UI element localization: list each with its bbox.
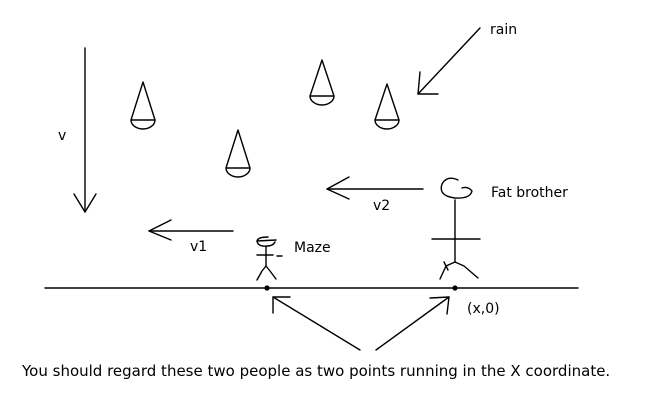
rain-direction-arrow [417,27,481,95]
raindrop [374,83,400,130]
fat-brother-point [452,285,458,291]
raindrop [309,59,335,106]
v1-arrow [148,219,234,241]
pointer-arrow-right [375,296,450,351]
caption: You should regard these two people as tw… [21,362,610,380]
maze-figure [256,236,283,281]
v2-label: v2 [373,198,390,214]
maze-point [264,285,270,291]
pointer-arrow-left [272,296,361,351]
v1-label: v1 [190,239,207,255]
maze-label: Maze [294,240,331,256]
fat-brother-label: Fat brother [491,185,568,201]
point-coordinate-label: (x,0) [467,301,500,317]
raindrop [225,129,251,178]
rain-label: rain [490,22,517,38]
v2-arrow [326,176,424,200]
v-label: v [58,128,66,144]
raindrop [130,81,156,130]
fat-brother-figure [431,177,481,280]
rain-speed-arrow [73,47,97,213]
